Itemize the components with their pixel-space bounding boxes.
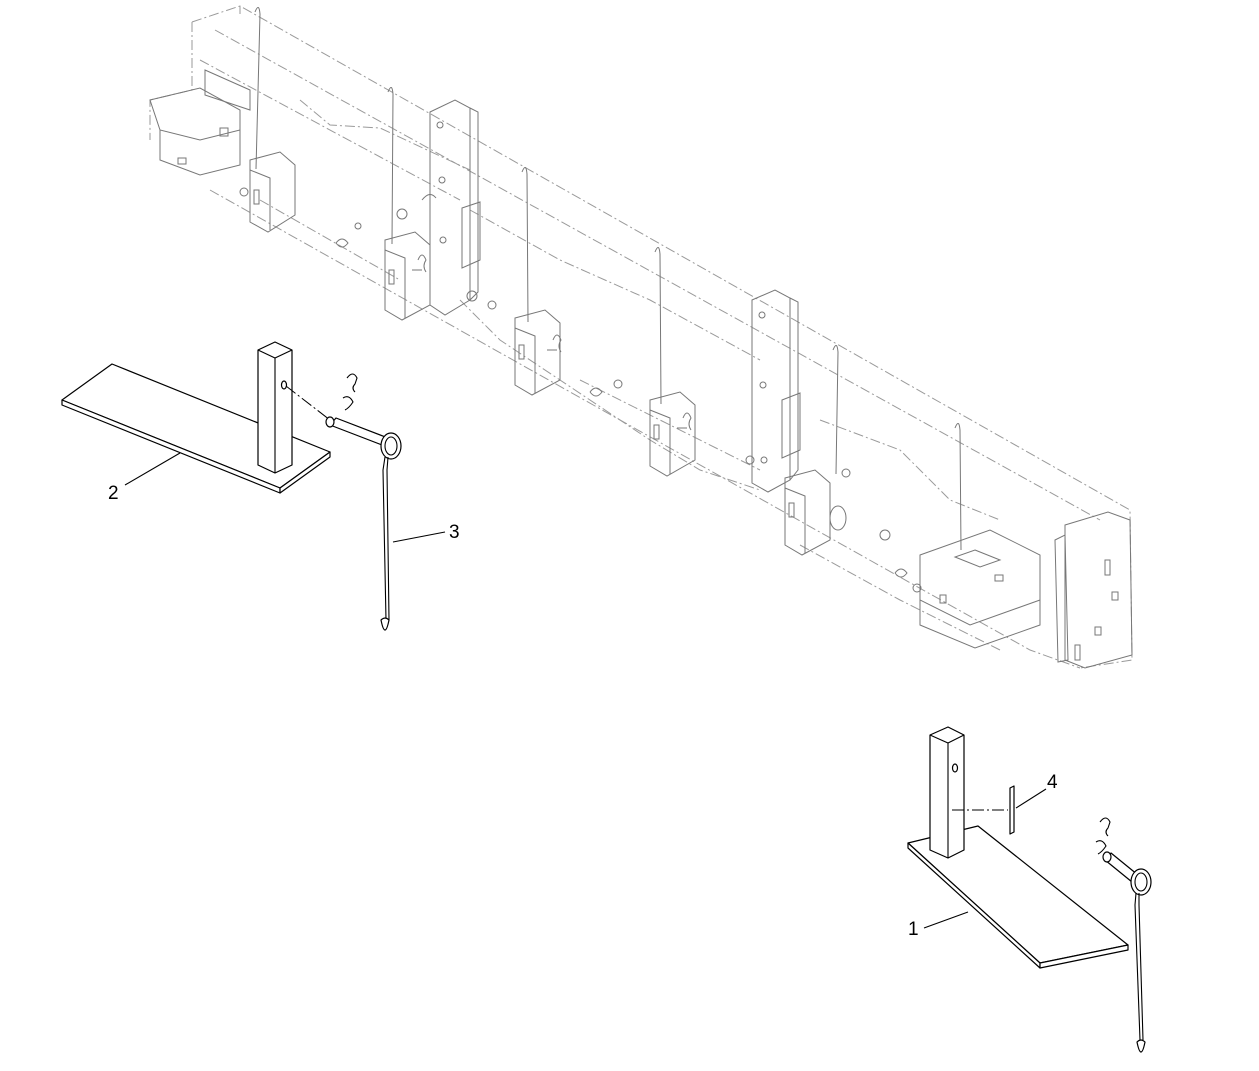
lanyard-pin-left	[285, 373, 402, 631]
callout-4: 4	[1015, 772, 1058, 809]
decal-strip	[952, 785, 1015, 835]
callout-3: 3	[392, 522, 460, 543]
callout-3-label: 3	[449, 522, 460, 543]
callout-4-label: 4	[1047, 772, 1058, 793]
lanyard-pin-right	[1095, 817, 1152, 1053]
callout-2: 2	[108, 452, 181, 504]
callout-2-label: 2	[108, 483, 119, 504]
stand-plate-right	[907, 726, 1129, 969]
stand-plate-left	[61, 341, 331, 494]
callout-1-label: 1	[908, 919, 919, 940]
callout-1: 1	[908, 911, 969, 940]
toolbar-frame-phantom	[149, 5, 1133, 669]
